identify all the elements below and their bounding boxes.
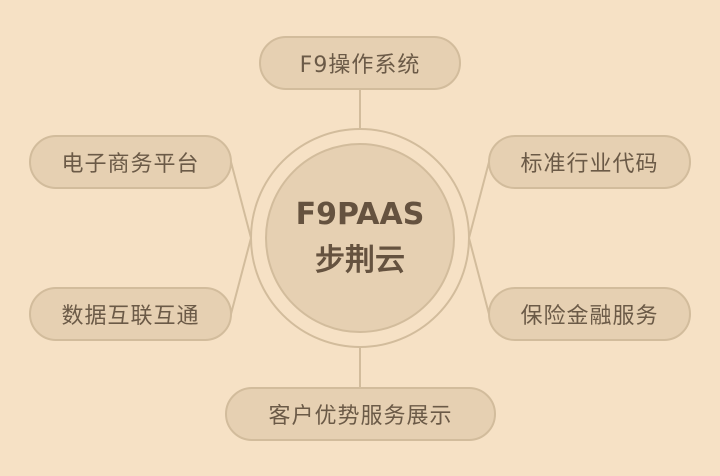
node-right-top: 标准行业代码	[488, 135, 691, 189]
node-top: F9操作系统	[259, 36, 461, 90]
line-left	[230, 161, 253, 315]
center-node: F9PAAS 步荆云	[265, 143, 455, 333]
center-title: F9PAAS	[295, 197, 425, 232]
node-left-bottom: 数据互联互通	[29, 287, 232, 341]
node-bottom: 客户优势服务展示	[225, 387, 496, 441]
line-right	[467, 161, 490, 315]
center-subtitle: 步荆云	[315, 243, 405, 278]
node-left-top: 电子商务平台	[29, 135, 232, 189]
node-right-bottom: 保险金融服务	[488, 287, 691, 341]
